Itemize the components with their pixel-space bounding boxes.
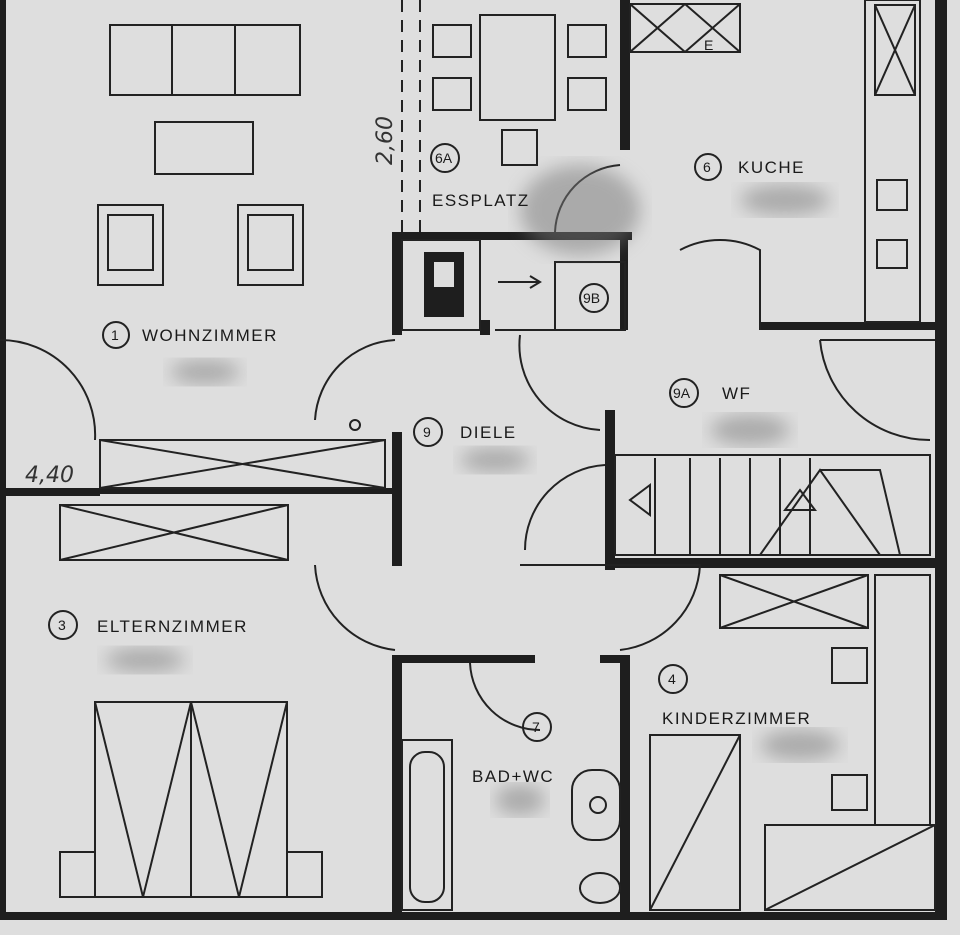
- dimension-essplatz: 2,60: [373, 116, 398, 165]
- room-number: 9: [423, 424, 431, 440]
- room-label-wohnzimmer: 1 WOHNZIMMER: [102, 321, 278, 349]
- room-number: 9A: [673, 385, 691, 401]
- room-name: ESSPLATZ: [432, 191, 530, 210]
- furniture-bad: [401, 662, 621, 911]
- room-label-bad: 7 BAD+WC: [472, 712, 554, 786]
- room-label-kuche: 6 KUCHE: [694, 153, 805, 181]
- room-number: 1: [111, 327, 119, 343]
- dimension-wohnzimmer: 4,40: [25, 463, 74, 488]
- room-number: 7: [532, 719, 540, 735]
- furniture-diele: [314, 339, 702, 651]
- furniture-kinderzimmer: [649, 574, 936, 911]
- walls: [0, 0, 947, 920]
- room-label-kinderzimmer: 4 KINDERZIMMER: [658, 664, 811, 728]
- room-number: 4: [668, 671, 676, 687]
- chimney-and-storage: [401, 239, 626, 431]
- furniture-wf: [614, 339, 935, 556]
- furniture-kuche: E: [629, 0, 921, 330]
- room-number: 9B: [583, 290, 600, 306]
- room-label-wf: 9A WF: [669, 378, 751, 408]
- room-label-elternzimmer: 3 ELTERNZIMMER: [48, 610, 248, 640]
- room-name: KINDERZIMMER: [662, 709, 811, 728]
- room-name: BAD+WC: [472, 767, 554, 786]
- room-name: DIELE: [460, 423, 517, 442]
- room-number: 6A: [435, 150, 453, 166]
- smudges: [105, 165, 840, 815]
- room-label-9b: 9B: [579, 283, 609, 313]
- room-name: KUCHE: [738, 158, 805, 177]
- room-label-diele: 9 DIELE: [413, 417, 517, 447]
- room-number: 3: [58, 617, 66, 633]
- room-name: WOHNZIMMER: [142, 326, 278, 345]
- room-name: WF: [722, 384, 751, 403]
- kitchen-marker: E: [704, 37, 713, 53]
- furniture-wohnzimmer: [0, 24, 386, 489]
- room-number: 6: [703, 159, 711, 175]
- room-label-essplatz: 6A ESSPLATZ: [430, 143, 530, 210]
- furniture-elternzimmer: [59, 504, 323, 898]
- room-name: ELTERNZIMMER: [97, 617, 248, 636]
